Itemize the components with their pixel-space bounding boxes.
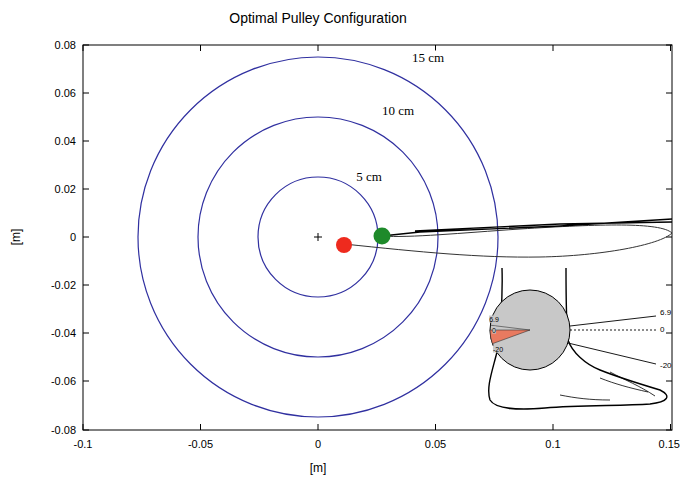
y-tick-label: -0.04 xyxy=(51,328,76,339)
radius-circles xyxy=(138,57,498,417)
angle-wedge xyxy=(490,330,530,344)
y-tick-label: 0.04 xyxy=(55,136,76,147)
circle-5cm xyxy=(258,177,378,297)
angle-label: 6.9 xyxy=(489,316,499,323)
angle-dial xyxy=(490,290,570,370)
y-tick-label: 0.02 xyxy=(55,184,76,195)
angle-line xyxy=(490,325,530,330)
axes-frame xyxy=(83,45,672,430)
origin-marker xyxy=(314,233,322,241)
green-pulley xyxy=(374,228,391,245)
circle-label: 15 cm xyxy=(411,51,445,64)
x-tick-label: -0.1 xyxy=(74,439,93,450)
circle-label: 10 cm xyxy=(381,104,415,117)
tick-marks xyxy=(83,45,672,430)
circle-label: 5 cm xyxy=(355,170,383,183)
x-tick-label: 0.1 xyxy=(545,439,560,450)
chart-title: Optimal Pulley Configuration xyxy=(229,11,406,25)
cable-path xyxy=(382,219,672,236)
x-tick-label: 0.05 xyxy=(425,439,446,450)
angle-label: 0 xyxy=(660,326,664,334)
foot-illustration xyxy=(489,268,667,409)
angle-label: 0 xyxy=(492,327,496,334)
y-tick-label: -0.02 xyxy=(51,280,76,291)
y-tick-label: 0.08 xyxy=(55,40,76,51)
circle-15cm xyxy=(138,57,498,417)
y-tick-label: 0 xyxy=(70,232,76,243)
x-tick-label: 0 xyxy=(315,439,321,450)
x-tick-label: 0.15 xyxy=(659,439,680,450)
circle-10cm xyxy=(198,117,438,357)
y-tick-label: -0.06 xyxy=(51,376,76,387)
y-tick-label: 0.06 xyxy=(55,88,76,99)
angle-label: -20 xyxy=(660,362,672,370)
red-pulley xyxy=(336,237,352,253)
y-tick-label: -0.08 xyxy=(51,425,76,436)
angle-label: 6.9 xyxy=(660,309,671,317)
axis-title: [m] xyxy=(310,462,327,474)
x-tick-label: -0.05 xyxy=(188,439,213,450)
angle-label: -20 xyxy=(493,346,503,353)
angle-leaders xyxy=(568,316,656,364)
axis-title: [m] xyxy=(10,229,22,246)
cable-loop xyxy=(344,225,672,257)
